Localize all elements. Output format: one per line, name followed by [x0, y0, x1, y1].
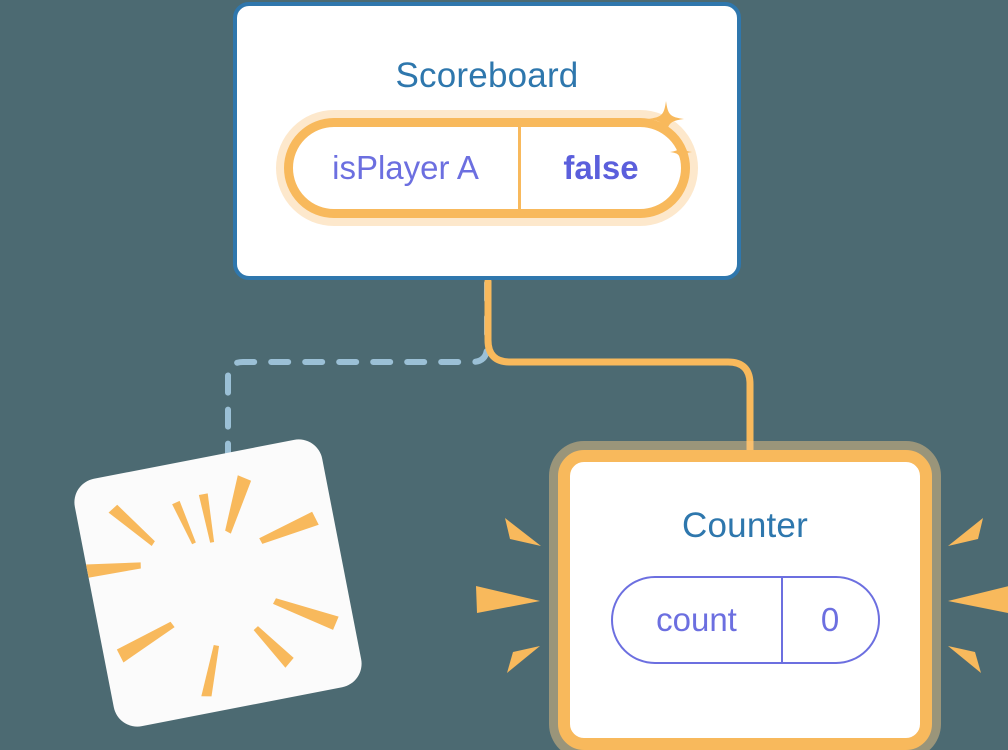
scoreboard-pill-key: isPlayer A — [293, 127, 521, 209]
counter-state-pill[interactable]: count 0 — [610, 576, 880, 664]
ray-left-lower — [507, 646, 540, 673]
scoreboard-card[interactable]: Scoreboard isPlayer A false — [233, 2, 741, 280]
scoreboard-card-title: Scoreboard — [395, 56, 579, 95]
burst-ray-6 — [201, 644, 220, 697]
burst-ray-1 — [198, 493, 215, 543]
connector-scoreboard-to-counter — [484, 277, 754, 466]
burst-ray-9 — [108, 504, 155, 546]
counter-pill-key: count — [613, 578, 783, 662]
scoreboard-pill-wrap: isPlayer A false — [237, 101, 737, 218]
ray-right-middle — [948, 586, 1008, 613]
burst-ray-5 — [253, 626, 294, 668]
burst-card[interactable] — [70, 435, 366, 731]
burst-ray-7 — [116, 621, 175, 663]
ray-right-lower — [948, 646, 981, 673]
counter-card[interactable]: Counter count 0 — [558, 450, 932, 750]
burst-ray-8 — [81, 562, 141, 579]
ray-right-upper — [948, 518, 983, 546]
burst-rays-group — [81, 475, 339, 697]
burst-ray-4 — [272, 598, 339, 630]
burst-ray-10 — [172, 500, 196, 545]
burst-ray-2 — [225, 475, 252, 534]
ray-left-middle — [476, 586, 540, 613]
counter-pill-wrap: count 0 — [570, 576, 920, 664]
scoreboard-state-pill[interactable]: isPlayer A false — [284, 101, 692, 218]
scoreboard-pill-value: false — [563, 149, 639, 186]
burst-ray-3 — [259, 511, 319, 544]
counter-card-title: Counter — [682, 506, 808, 545]
counter-pill-value: 0 — [820, 601, 840, 638]
ray-left-upper — [505, 518, 541, 546]
